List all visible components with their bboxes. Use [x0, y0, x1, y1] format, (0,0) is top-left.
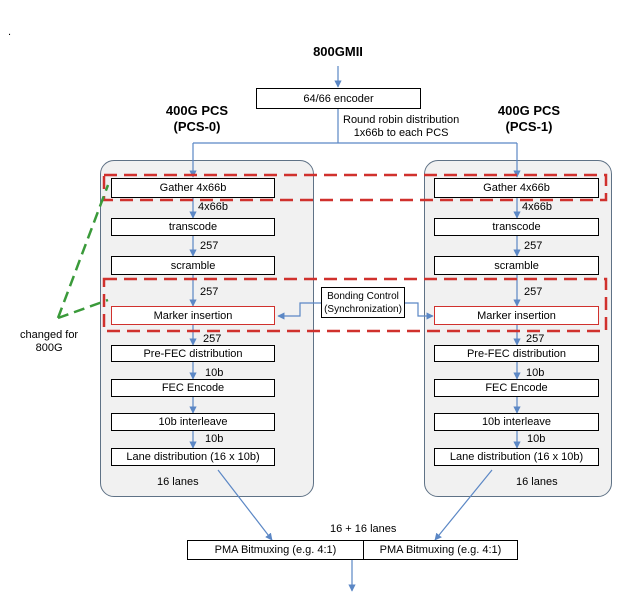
pma-right-box: PMA Bitmuxing (e.g. 4:1): [363, 540, 518, 560]
pcs0-gather-box: Gather 4x66b: [111, 178, 275, 198]
bonding-to-pcs0: [277, 302, 321, 320]
pcs1-width-257-b: 257: [524, 286, 543, 298]
pcs0-scramble-box: scramble: [111, 256, 275, 275]
pcs0-fec-box: FEC Encode: [111, 379, 275, 397]
changed-pointer-gather: [56, 184, 110, 319]
pcs1-width-10b-a: 10b: [526, 367, 545, 379]
pcs0-width-4x66b: 4x66b: [198, 201, 228, 213]
pcs0-marker-box: Marker insertion: [111, 306, 275, 325]
changed-pointer-marker: [57, 298, 109, 320]
pcs0-title: 400G PCS (PCS-0): [165, 103, 229, 134]
distribution-note: Round robin distribution 1x66b to each P…: [343, 114, 460, 139]
pma-left-box: PMA Bitmuxing (e.g. 4:1): [187, 540, 364, 560]
top-title: 800GMII: [313, 44, 363, 59]
arrow-lanes-pma-left: [217, 469, 273, 541]
bonding-to-pcs1: [405, 302, 434, 320]
stray-mark: .: [8, 26, 12, 38]
pcs0-transcode-box: transcode: [111, 218, 275, 236]
arrow-lanes-pma-right: [434, 469, 493, 541]
pcs0-prefec-box: Pre-FEC distribution: [111, 345, 275, 362]
pcs1-scramble-box: scramble: [434, 256, 599, 275]
pcs0-lanes-label: 16 lanes: [157, 476, 199, 488]
pcs1-width-257-c: 257: [526, 333, 545, 345]
pcs1-lanes-label: 16 lanes: [516, 476, 558, 488]
pcs1-width-4x66b: 4x66b: [522, 201, 552, 213]
pcs0-width-257-c: 257: [203, 333, 222, 345]
combined-lanes-label: 16 + 16 lanes: [330, 523, 397, 535]
pcs1-marker-box: Marker insertion: [434, 306, 599, 325]
pcs1-title: 400G PCS (PCS-1): [497, 103, 561, 134]
gather-highlight: [102, 173, 608, 202]
pcs1-prefec-box: Pre-FEC distribution: [434, 345, 599, 362]
marker-highlight: [102, 277, 608, 333]
encoder-box: 64/66 encoder: [256, 88, 421, 109]
pcs0-width-257-b: 257: [200, 286, 219, 298]
pcs0-lane-box: Lane distribution (16 x 10b): [111, 448, 275, 466]
pcs1-width-257-a: 257: [524, 240, 543, 252]
pcs0-interleave-box: 10b interleave: [111, 413, 275, 431]
pcs0-width-257-a: 257: [200, 240, 219, 252]
pcs1-interleave-box: 10b interleave: [434, 413, 599, 431]
pcs0-width-10b-a: 10b: [205, 367, 224, 379]
pcs1-width-10b-b: 10b: [527, 433, 546, 445]
pcs0-container: [100, 160, 314, 497]
pcs1-gather-box: Gather 4x66b: [434, 178, 599, 198]
bonding-control-box: Bonding Control (Synchronization): [321, 287, 405, 318]
pcs1-transcode-box: transcode: [434, 218, 599, 236]
pcs1-fec-box: FEC Encode: [434, 379, 599, 397]
changed-note: changed for 800G: [20, 329, 79, 354]
pcs0-width-10b-b: 10b: [205, 433, 224, 445]
pcs1-lane-box: Lane distribution (16 x 10b): [434, 448, 599, 466]
